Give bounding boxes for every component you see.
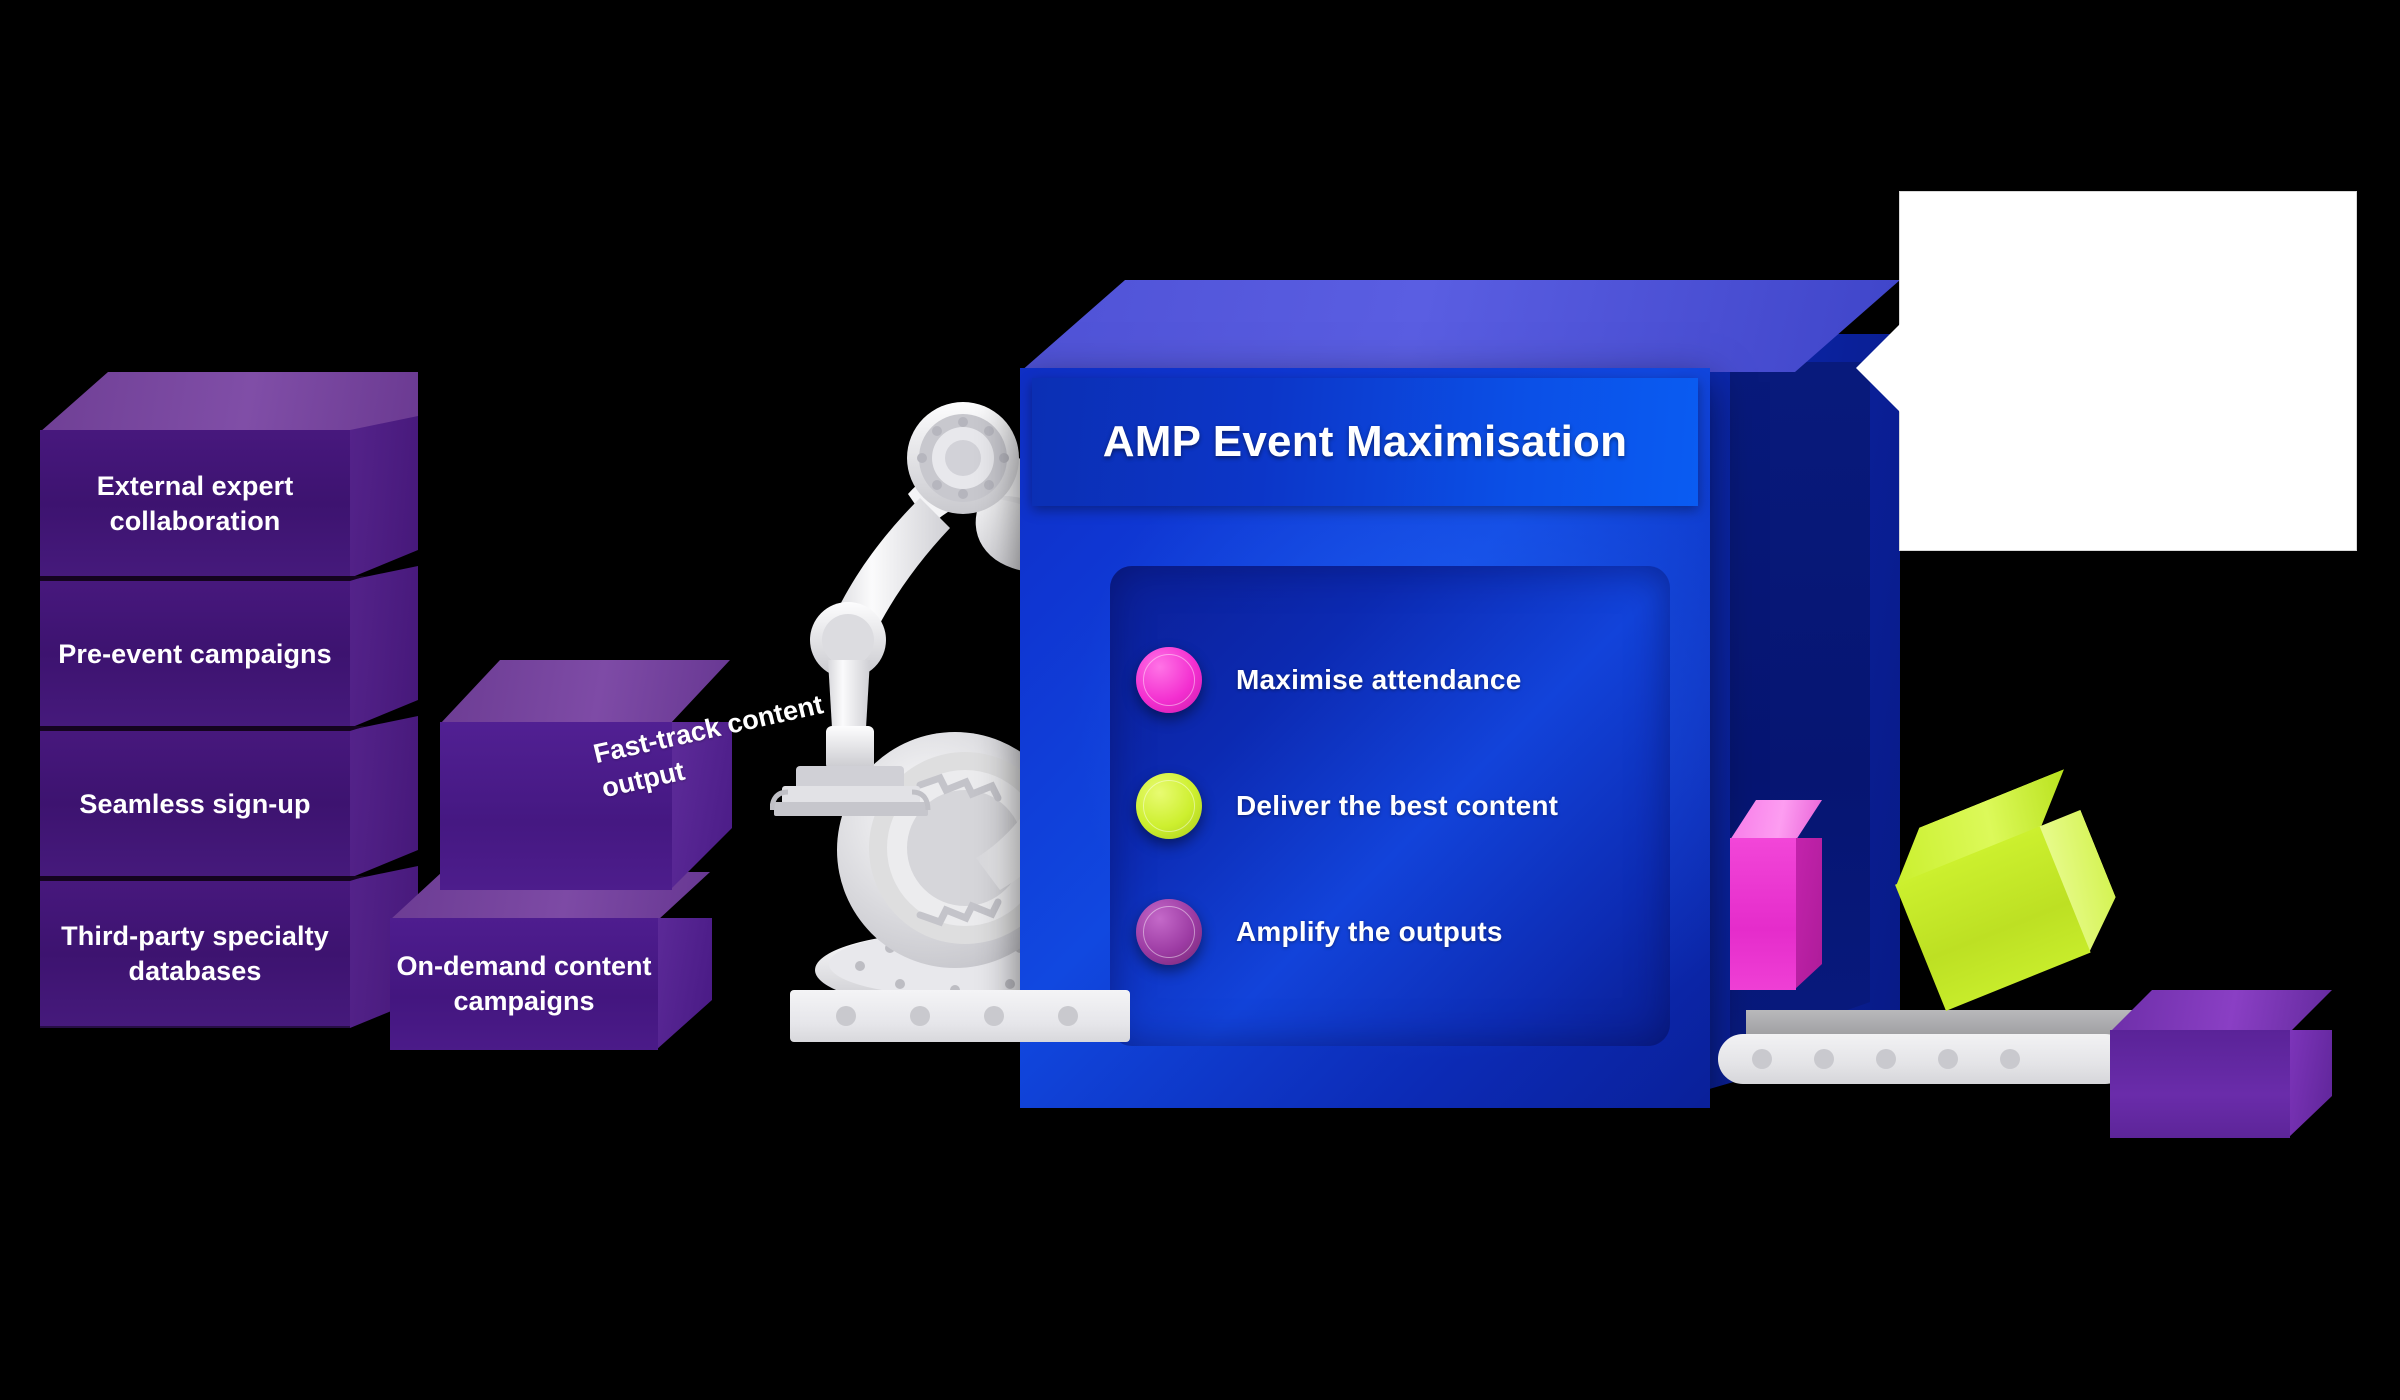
left-conveyor-belt	[790, 990, 1130, 1046]
page-title: AMP Event Maximisation	[1102, 417, 1628, 466]
box-side-face	[656, 918, 712, 1050]
bullet-dot-icon	[1136, 899, 1202, 965]
on-demand-content-campaigns-box[interactable]: On-demand content campaigns	[390, 872, 712, 1050]
left-capability-stack: External expert collaboration Pre-event …	[40, 372, 418, 1032]
box-front-face	[1730, 838, 1796, 990]
box-seam	[40, 876, 418, 881]
box-front-face: Seamless sign-up	[40, 730, 350, 878]
stack-item-seamless-sign-up[interactable]: Seamless sign-up	[40, 716, 418, 881]
blue-box-front-face: AMP Event Maximisation Maximise attendan…	[1020, 368, 1710, 1108]
list-item[interactable]: Maximise attendance	[1136, 647, 1670, 713]
conveyor-belt-surface	[1718, 1034, 2130, 1084]
conveyor-roller-icon	[910, 1006, 930, 1026]
list-item[interactable]: Amplify the outputs	[1136, 899, 1670, 965]
conveyor-roller-icon	[1876, 1049, 1896, 1069]
box-top-face	[1730, 800, 1822, 840]
conveyor-roller-icon	[1058, 1006, 1078, 1026]
purple-product-box	[2110, 990, 2332, 1138]
objectives-list: Maximise attendance Deliver the best con…	[1110, 566, 1670, 1046]
conveyor-roller-icon	[984, 1006, 1004, 1026]
stack-item-pre-event-campaigns[interactable]: Pre-event campaigns	[40, 566, 418, 731]
amp-event-maximisation-box[interactable]: AMP Event Maximisation Maximise attendan…	[1020, 280, 1900, 1130]
stack-item-label: Third-party specialty databases	[61, 921, 329, 986]
objective-label: Deliver the best content	[1236, 790, 1559, 821]
objectives-panel: Maximise attendance Deliver the best con…	[1110, 566, 1670, 1046]
bullet-dot-icon	[1136, 773, 1202, 839]
list-item[interactable]: Deliver the best content	[1136, 773, 1670, 839]
box-side-face	[350, 716, 418, 878]
panel-header: AMP Event Maximisation	[1032, 378, 1698, 506]
box-seam	[40, 726, 418, 731]
stack-top-face	[40, 372, 418, 432]
box-side-face	[1794, 838, 1822, 990]
box-side-face	[350, 566, 418, 728]
box-front-face: External expert collaboration	[40, 430, 350, 578]
callout-content	[1900, 192, 2356, 550]
on-demand-label: On-demand content campaigns	[396, 950, 652, 1016]
conveyor-roller-icon	[836, 1006, 856, 1026]
conveyor-belt-surface	[790, 990, 1130, 1042]
lime-product-box	[1879, 769, 2132, 1011]
fast-track-content-output-box[interactable]: Fast-track content output	[440, 660, 826, 890]
conveyor-roller-icon	[1938, 1049, 1958, 1069]
box-side-face	[2288, 1030, 2332, 1138]
box-top-face	[2110, 990, 2332, 1032]
bullet-dot-icon	[1136, 647, 1202, 713]
right-conveyor-belt	[1718, 1010, 2158, 1084]
box-side-face	[350, 416, 418, 578]
stack-item-label: External expert collaboration	[96, 471, 294, 536]
box-front-face	[440, 722, 672, 890]
conveyor-roller-icon	[1814, 1049, 1834, 1069]
stack-body: External expert collaboration Pre-event …	[40, 416, 418, 1030]
box-seam	[40, 576, 418, 581]
box-top-face	[440, 660, 730, 724]
magenta-product-box	[1730, 800, 1822, 990]
callout-bubble[interactable]	[1856, 192, 2356, 550]
box-front-face	[2110, 1030, 2290, 1138]
stack-item-third-party-specialty-databases[interactable]: Third-party specialty databases	[40, 866, 418, 1028]
stack-item-external-expert-collaboration[interactable]: External expert collaboration	[40, 416, 418, 581]
conveyor-roller-icon	[2000, 1049, 2020, 1069]
conveyor-top-surface	[1746, 1010, 2158, 1038]
blue-box-top-face	[1020, 280, 1900, 372]
box-front-face: On-demand content campaigns	[390, 918, 658, 1050]
conveyor-roller-icon	[1752, 1049, 1772, 1069]
stack-item-label: Pre-event campaigns	[58, 638, 332, 669]
box-front-face: Third-party specialty databases	[40, 880, 350, 1028]
objective-label: Amplify the outputs	[1236, 916, 1503, 947]
stack-item-label: Seamless sign-up	[79, 788, 311, 819]
objective-label: Maximise attendance	[1236, 664, 1522, 695]
box-front-face: Pre-event campaigns	[40, 580, 350, 728]
